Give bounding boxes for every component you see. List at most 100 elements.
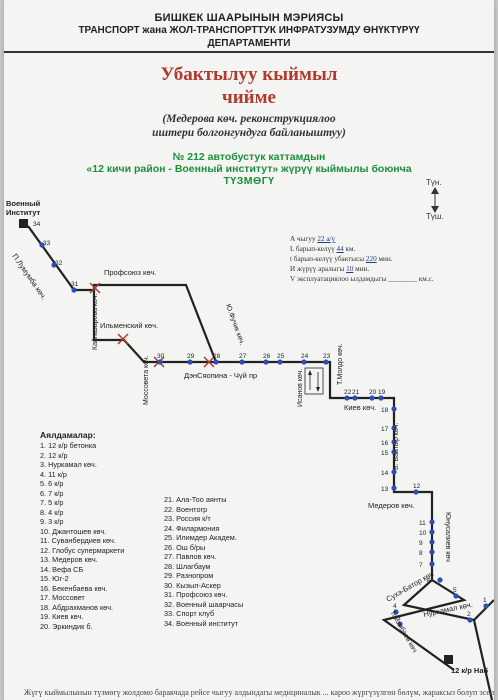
stop-marker (369, 395, 375, 401)
stop-marker (429, 539, 435, 545)
stop-number: 25 (277, 353, 285, 360)
stop-marker (71, 287, 77, 293)
stop-list-item: 27. Павлов көч. (164, 552, 217, 561)
route-end-line (472, 619, 494, 700)
stop-list-item: 9. 3 к/р (40, 517, 64, 526)
stop-list-item: 25. Илимдер Академ. (164, 533, 237, 542)
end-terminal-icon (444, 655, 453, 664)
stop-marker (277, 359, 283, 365)
street-baatyr: Б. Баатыр көч. (393, 423, 400, 470)
stop-marker (397, 621, 403, 627)
stop-number: 30 (157, 353, 165, 360)
bottom-note: Жүгү кыймылынын түзмөгү жолдомо баракчад… (24, 688, 494, 697)
north-label: Түн. (426, 178, 442, 187)
south-label: Түш. (426, 212, 444, 221)
stop-number: 14 (381, 470, 389, 477)
street-isanov: Исанов көч. (297, 369, 304, 407)
info-row-1: А чыгуу 22 а/у (290, 235, 336, 243)
stop-list-item: 24. Филармония (164, 523, 220, 533)
subtitle-line-2: иштери болгонгундуга байланыштуу) (152, 127, 346, 139)
stop-marker (391, 469, 397, 475)
stop-marker (213, 359, 219, 365)
stop-marker (344, 395, 350, 401)
stop-number: 24 (301, 353, 309, 360)
stop-number: 5 (453, 587, 457, 594)
stop-list-item: 17. Моссовет (40, 593, 85, 602)
stop-list-item: 3. Нуркамал көч. (40, 460, 97, 469)
stop-list-item: 6. 7 к/р (40, 488, 64, 498)
stop-list-item: 26. Ош б/ры (164, 542, 206, 552)
header-rule (4, 51, 494, 53)
stop-list-item: 12. Глобус супермаркети (40, 545, 125, 555)
street-mederov: Медеров көч. (368, 501, 415, 510)
route-line-3: ТҮЗМӨГҮ (223, 175, 275, 187)
stop-marker (429, 519, 435, 525)
stop-marker (352, 395, 358, 401)
street-janyspin: ДэнСяопина - Чүй пр (184, 371, 257, 380)
stop-marker (391, 439, 397, 445)
stop-number: 16 (381, 440, 389, 447)
stop-number: 33 (43, 240, 51, 247)
route-south-line (401, 579, 494, 622)
stop-marker (391, 425, 397, 431)
info-row-4: И жүрүү аралыгы 10 мин. (290, 265, 370, 273)
arrow-down-icon (316, 387, 320, 392)
street-mossovet: Моссовета көч. (143, 355, 150, 405)
stop-marker (429, 561, 435, 567)
stop-number: 1 (483, 597, 487, 604)
stop-marker (378, 395, 384, 401)
stop-marker (391, 449, 397, 455)
street-profsoyuz: Профсоюз көч. (104, 268, 157, 277)
stop-marker (39, 242, 45, 248)
street-kiev: Киев көч. (344, 403, 376, 412)
stop-list-item: 32. Военный шаарчасы (164, 599, 244, 609)
stop-number: 19 (378, 389, 386, 396)
stop-number: 28 (213, 353, 221, 360)
stop-marker (263, 359, 269, 365)
stop-marker (391, 406, 397, 412)
start-label-2: Институт (6, 208, 40, 217)
header-line-1: БИШКЕК ШААРЫНЫН МЭРИЯСЫ (154, 12, 344, 24)
stop-marker (467, 617, 473, 623)
stop-list-item: 16. Бекенбаева көч. (40, 583, 108, 593)
stop-number: 29 (187, 353, 195, 360)
stop-marker (157, 359, 163, 365)
stop-number: 6 (427, 578, 431, 585)
stop-list-item: 33. Спорт клуб (164, 609, 215, 618)
stop-list-item: 14. Вефа СБ (40, 564, 84, 574)
info-row-5: V эксплуатациялоо ылдамдыгы ________ км.… (290, 275, 434, 283)
header-line-2: ТРАНСПОРТ жана ЖОЛ-ТРАНСПОРТТУК ИНФРАТУЗ… (78, 25, 420, 36)
stop-marker (239, 359, 245, 365)
stop-number: 22 (344, 389, 352, 396)
stop-number: 21 (352, 389, 360, 396)
stop-list-item: 2. 12 к/р (40, 450, 68, 460)
stop-list-item: 30. Кызыл-Аскер (164, 580, 221, 590)
stop-marker (393, 609, 399, 615)
stop-number: 13 (381, 486, 389, 493)
doc-title-line-2: чийме (222, 87, 276, 108)
stop-marker (437, 577, 443, 583)
stop-number: 17 (381, 426, 389, 433)
stop-marker (323, 359, 329, 365)
stop-number: 23 (323, 353, 331, 360)
stop-number: 26 (263, 353, 271, 360)
stop-number: 12 (413, 483, 421, 490)
info-row-3: t барып-келүү убактысы 220 мин. (290, 255, 393, 263)
compass-arrow-down-icon (431, 206, 439, 213)
street-kainazarov: Кайназарова көч. (91, 293, 99, 350)
end-label: 12 к/р Наб (451, 666, 489, 675)
stop-list-item: 31. Профсоюз көч. (164, 590, 228, 599)
stop-number: 15 (381, 450, 389, 457)
street-moldo: Т.Молдо көч. (337, 343, 344, 385)
doc-title-line-1: Убактылуу кыймыл (160, 64, 338, 85)
stop-list-item: 5. 6 к/р (40, 479, 64, 488)
document-sheet: БИШКЕК ШААРЫНЫН МЭРИЯСЫ ТРАНСПОРТ жана Ж… (4, 0, 494, 700)
stops-title: Аялдамалар: (40, 430, 96, 440)
stop-list-item: 1. 12 к/р бетонка (40, 441, 97, 450)
stop-number: 18 (381, 407, 389, 414)
stop-number: 11 (419, 520, 426, 527)
stop-list-item: 4. 11 к/р (40, 469, 67, 479)
